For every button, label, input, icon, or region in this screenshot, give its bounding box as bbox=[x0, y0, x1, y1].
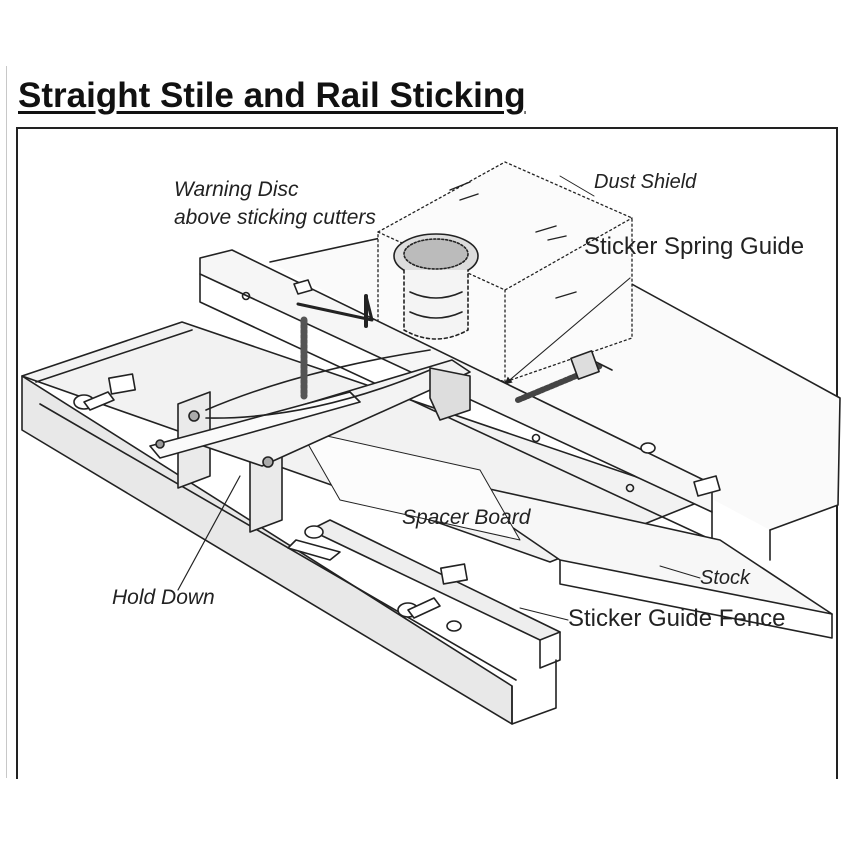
end-shoe bbox=[429, 367, 471, 421]
label-warning-disc-1: Warning Disc bbox=[174, 178, 299, 201]
label-dust-shield: Dust Shield bbox=[594, 171, 697, 193]
label-sticker-spring-guide: Sticker Spring Guide bbox=[584, 233, 804, 260]
dust-shield-leader bbox=[559, 175, 595, 197]
spacer-board bbox=[299, 429, 521, 541]
label-stock: Stock bbox=[700, 567, 751, 589]
label-sticker-guide-fence: Sticker Guide Fence bbox=[568, 605, 785, 632]
hold-down-leader bbox=[177, 475, 241, 591]
page-title: Straight Stile and Rail Sticking bbox=[18, 76, 526, 115]
hold-down-assembly bbox=[149, 294, 471, 533]
label-hold-down: Hold Down bbox=[112, 586, 215, 609]
sticker-guide-fence-leader bbox=[519, 607, 569, 621]
stock-leader bbox=[659, 565, 701, 579]
label-spacer-board: Spacer Board bbox=[402, 506, 532, 529]
dust-shield-marks bbox=[449, 181, 577, 299]
spring-guide-leader bbox=[504, 277, 631, 385]
clamp-knobs bbox=[73, 279, 721, 632]
label-warning-disc-2: above sticking cutters bbox=[174, 206, 376, 229]
left-margin-rule bbox=[6, 66, 7, 778]
sticking-cutters bbox=[403, 269, 469, 340]
